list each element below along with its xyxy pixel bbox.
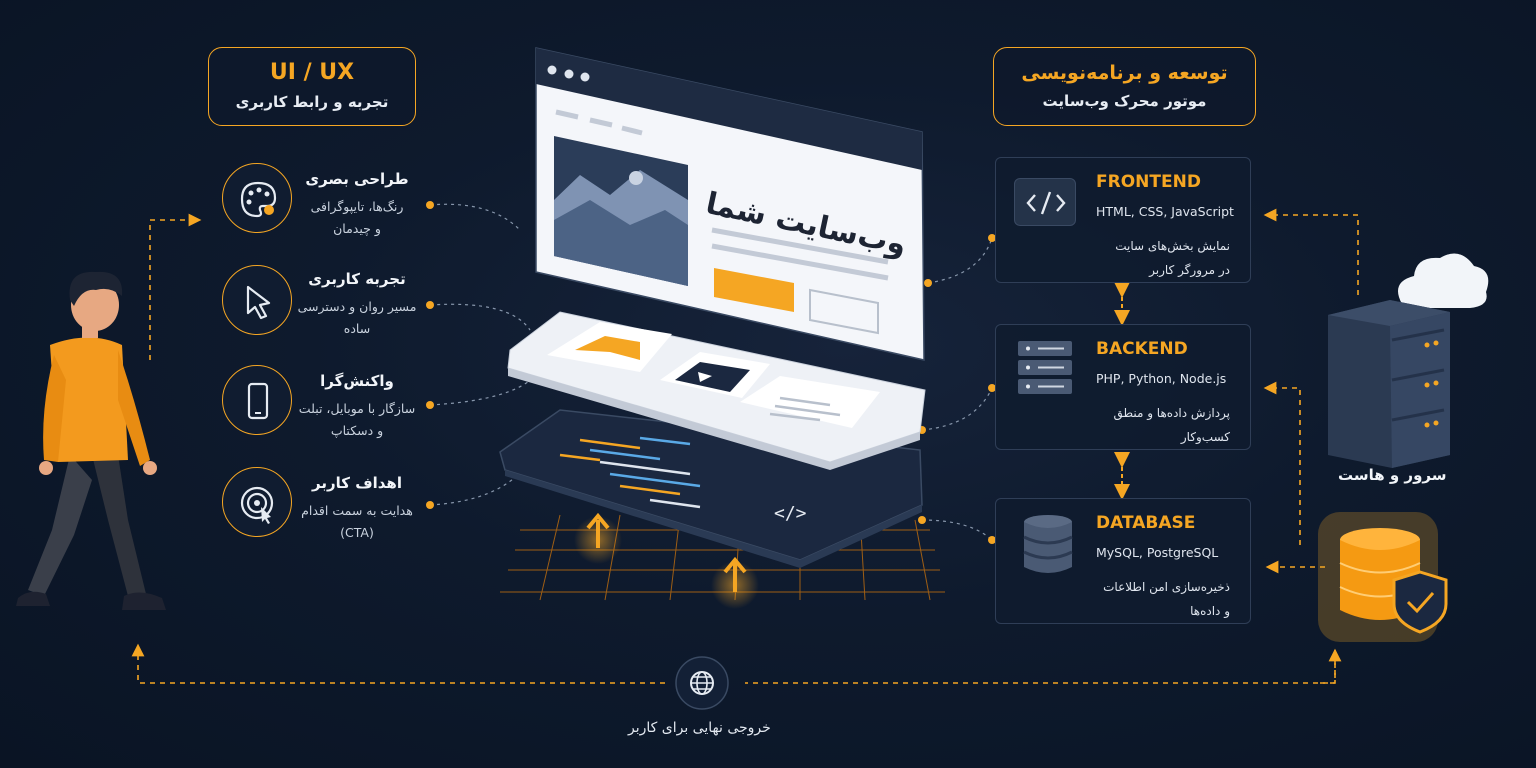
feature-title: واکنش‌گرا	[320, 372, 394, 390]
bottom-caption: خروجی نهایی برای کاربر	[628, 720, 771, 736]
secure-database-icon	[1318, 512, 1448, 642]
code-glyph: </>	[774, 503, 807, 524]
card-tech: PHP, Python, Node.js	[1096, 371, 1227, 386]
card-title: DATABASE	[1096, 513, 1196, 533]
server-rack-icon	[1014, 339, 1076, 397]
feature-title: طراحی بصری	[305, 170, 409, 188]
cloud-icon	[1398, 253, 1489, 308]
frontend-card: FRONTEND HTML, CSS, JavaScript نمایش بخش…	[995, 157, 1251, 283]
feature-title: اهداف کاربر	[312, 474, 402, 492]
feature-desc: هدایت به سمت اقدام(CTA)	[301, 503, 413, 540]
development-header-box: توسعه و برنامه‌نویسی موتور محرک وب‌سایت	[993, 47, 1256, 126]
cursor-icon	[222, 265, 292, 335]
server-tower-icon	[1328, 300, 1450, 468]
content-layer	[507, 311, 926, 470]
palette-icon	[222, 163, 292, 233]
server-caption: سرور و هاست	[1338, 466, 1447, 484]
target-icon	[222, 467, 292, 537]
browser-window	[535, 47, 925, 361]
feature-title: تجربه کاربری	[308, 270, 406, 288]
backend-card: BACKEND PHP, Python, Node.js پردازش داده…	[995, 324, 1251, 450]
mobile-icon	[222, 365, 292, 435]
globe-icon	[675, 656, 729, 710]
card-tech: MySQL, PostgreSQL	[1096, 545, 1219, 560]
ui-ux-subtitle: تجربه و رابط کاربری	[235, 93, 389, 111]
person-illustration	[16, 271, 166, 610]
database-card: DATABASE MySQL, PostgreSQL ذخیره‌سازی ام…	[995, 498, 1251, 624]
up-arrows	[574, 512, 759, 609]
ui-ux-title: UI / UX	[269, 60, 355, 85]
development-title: توسعه و برنامه‌نویسی	[1021, 62, 1228, 84]
feature-user-goals: اهداف کاربر هدایت به سمت اقدام(CTA)	[262, 474, 452, 544]
development-subtitle: موتور محرک وب‌سایت	[1042, 92, 1207, 110]
card-title: FRONTEND	[1096, 172, 1201, 192]
code-icon	[1014, 178, 1076, 226]
card-tech: HTML, CSS, JavaScript	[1096, 204, 1234, 219]
card-title: BACKEND	[1096, 339, 1188, 359]
database-icon	[1020, 513, 1076, 577]
ui-ux-header-box: UI / UX تجربه و رابط کاربری	[208, 47, 416, 126]
